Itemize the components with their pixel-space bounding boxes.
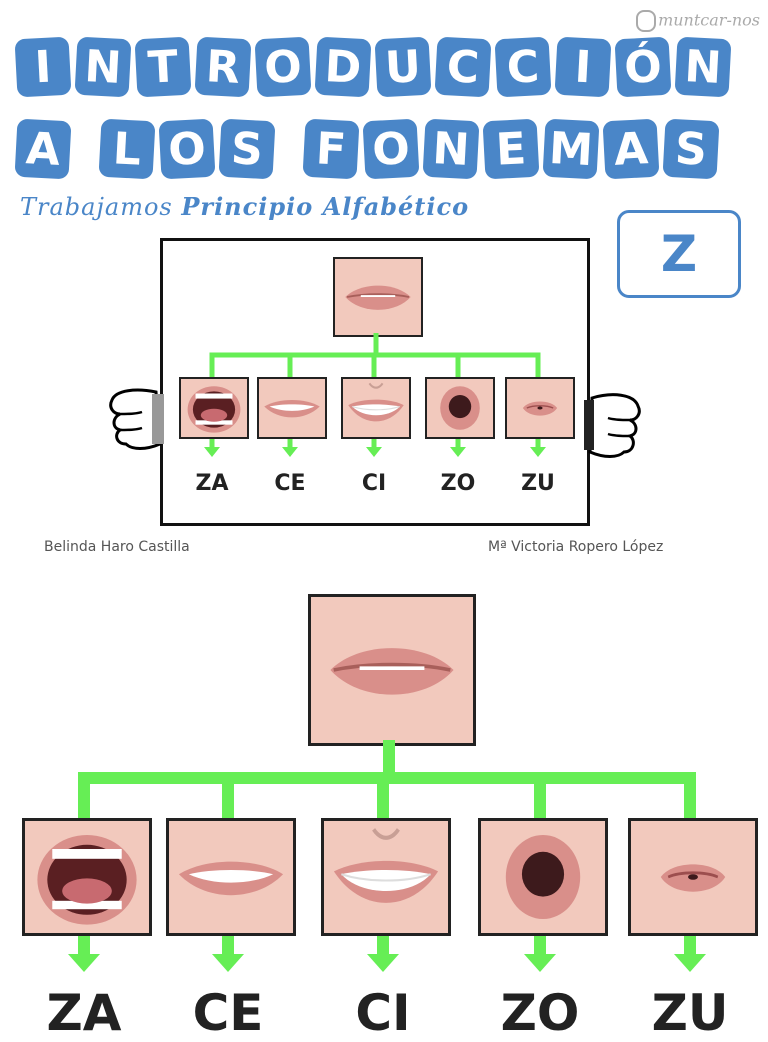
mouth-e-image xyxy=(257,377,327,439)
down-arrow-icon xyxy=(450,447,466,457)
title-letter-tile: A xyxy=(14,118,72,180)
author-left: Belinda Haro Castilla xyxy=(44,539,190,555)
left-hand-icon xyxy=(109,388,164,450)
mouth-a-image xyxy=(22,818,152,936)
mouth-i-image xyxy=(321,818,451,936)
title-letter-tile xyxy=(278,120,299,179)
title-letter-tile: O xyxy=(158,118,216,180)
title-letter-tile: F xyxy=(302,118,360,180)
title-letter-tile: C xyxy=(494,36,552,98)
subtitle: Trabajamos Principio Alfabético xyxy=(20,192,469,221)
mouth-o-image xyxy=(425,377,495,439)
mouth-a-image xyxy=(179,377,249,439)
subtitle-plain: Trabajamos xyxy=(20,193,182,221)
subtitle-bold: Principio Alfabético xyxy=(181,192,470,221)
title-letter-tile: I xyxy=(14,36,72,98)
syllable-label: ZA xyxy=(195,471,229,496)
title-letter-tile: M xyxy=(542,118,600,180)
brand-logo: muntcar-nos xyxy=(636,10,760,32)
title-letter-tile: N xyxy=(674,36,732,98)
title-letter-tile: S xyxy=(662,118,720,180)
tree-connectors xyxy=(204,333,546,457)
mouth-o-image xyxy=(478,818,608,936)
syllable-label: CE xyxy=(274,471,306,496)
syllable-label: ZA xyxy=(46,984,122,1042)
syllable-label: CI xyxy=(361,471,387,496)
mouth-closed-image xyxy=(308,594,476,746)
down-arrow-icon xyxy=(68,954,100,972)
title-letter-tile: E xyxy=(482,118,540,180)
title-letter-tile: I xyxy=(554,36,612,98)
title-letter-tile: C xyxy=(434,36,492,98)
down-arrow-icon xyxy=(282,447,298,457)
mouth-u-image xyxy=(628,818,758,936)
down-arrow-icon xyxy=(204,447,220,457)
syllable-label: ZU xyxy=(521,471,555,496)
down-arrow-icon xyxy=(366,447,382,457)
syllable-label: CI xyxy=(355,984,411,1042)
author-right: Mª Victoria Ropero López xyxy=(488,539,664,555)
mouth-closed-image xyxy=(333,257,423,337)
title-letter-tile: A xyxy=(602,118,660,180)
right-hand-icon xyxy=(584,393,641,458)
letter: Z xyxy=(660,225,698,283)
down-arrow-icon xyxy=(674,954,706,972)
down-arrow-icon xyxy=(212,954,244,972)
title-letter-tile: N xyxy=(422,118,480,180)
syllable-label: ZO xyxy=(440,471,476,496)
down-arrow-icon xyxy=(524,954,556,972)
title-letter-tile: T xyxy=(134,36,192,98)
title-letter-tile: R xyxy=(194,36,252,98)
title-letter-tile: Ó xyxy=(614,36,672,98)
brand-text: muntcar-nos xyxy=(658,10,760,30)
title-letter-tile xyxy=(74,120,95,179)
syllable-label: ZU xyxy=(651,984,729,1042)
mouth-e-image xyxy=(166,818,296,936)
mouth-u-image xyxy=(505,377,575,439)
phoneme-card-small: ZA CE CI ZO ZU xyxy=(160,238,590,526)
title-letter-tile: O xyxy=(254,36,312,98)
title-letter-tile: N xyxy=(74,36,132,98)
brand-heart-icon xyxy=(636,10,657,32)
title-letter-tile: L xyxy=(98,118,156,180)
title-letter-tile: U xyxy=(374,36,432,98)
title-letter-tile: O xyxy=(362,118,420,180)
syllable-label: ZO xyxy=(500,984,580,1042)
title-letter-tile: S xyxy=(218,118,276,180)
down-arrow-icon xyxy=(367,954,399,972)
letter-box: Z xyxy=(617,210,741,298)
title-letter-tile: D xyxy=(314,36,372,98)
down-arrow-icon xyxy=(530,447,546,457)
mouth-i-image xyxy=(341,377,411,439)
syllable-label: CE xyxy=(192,984,264,1042)
